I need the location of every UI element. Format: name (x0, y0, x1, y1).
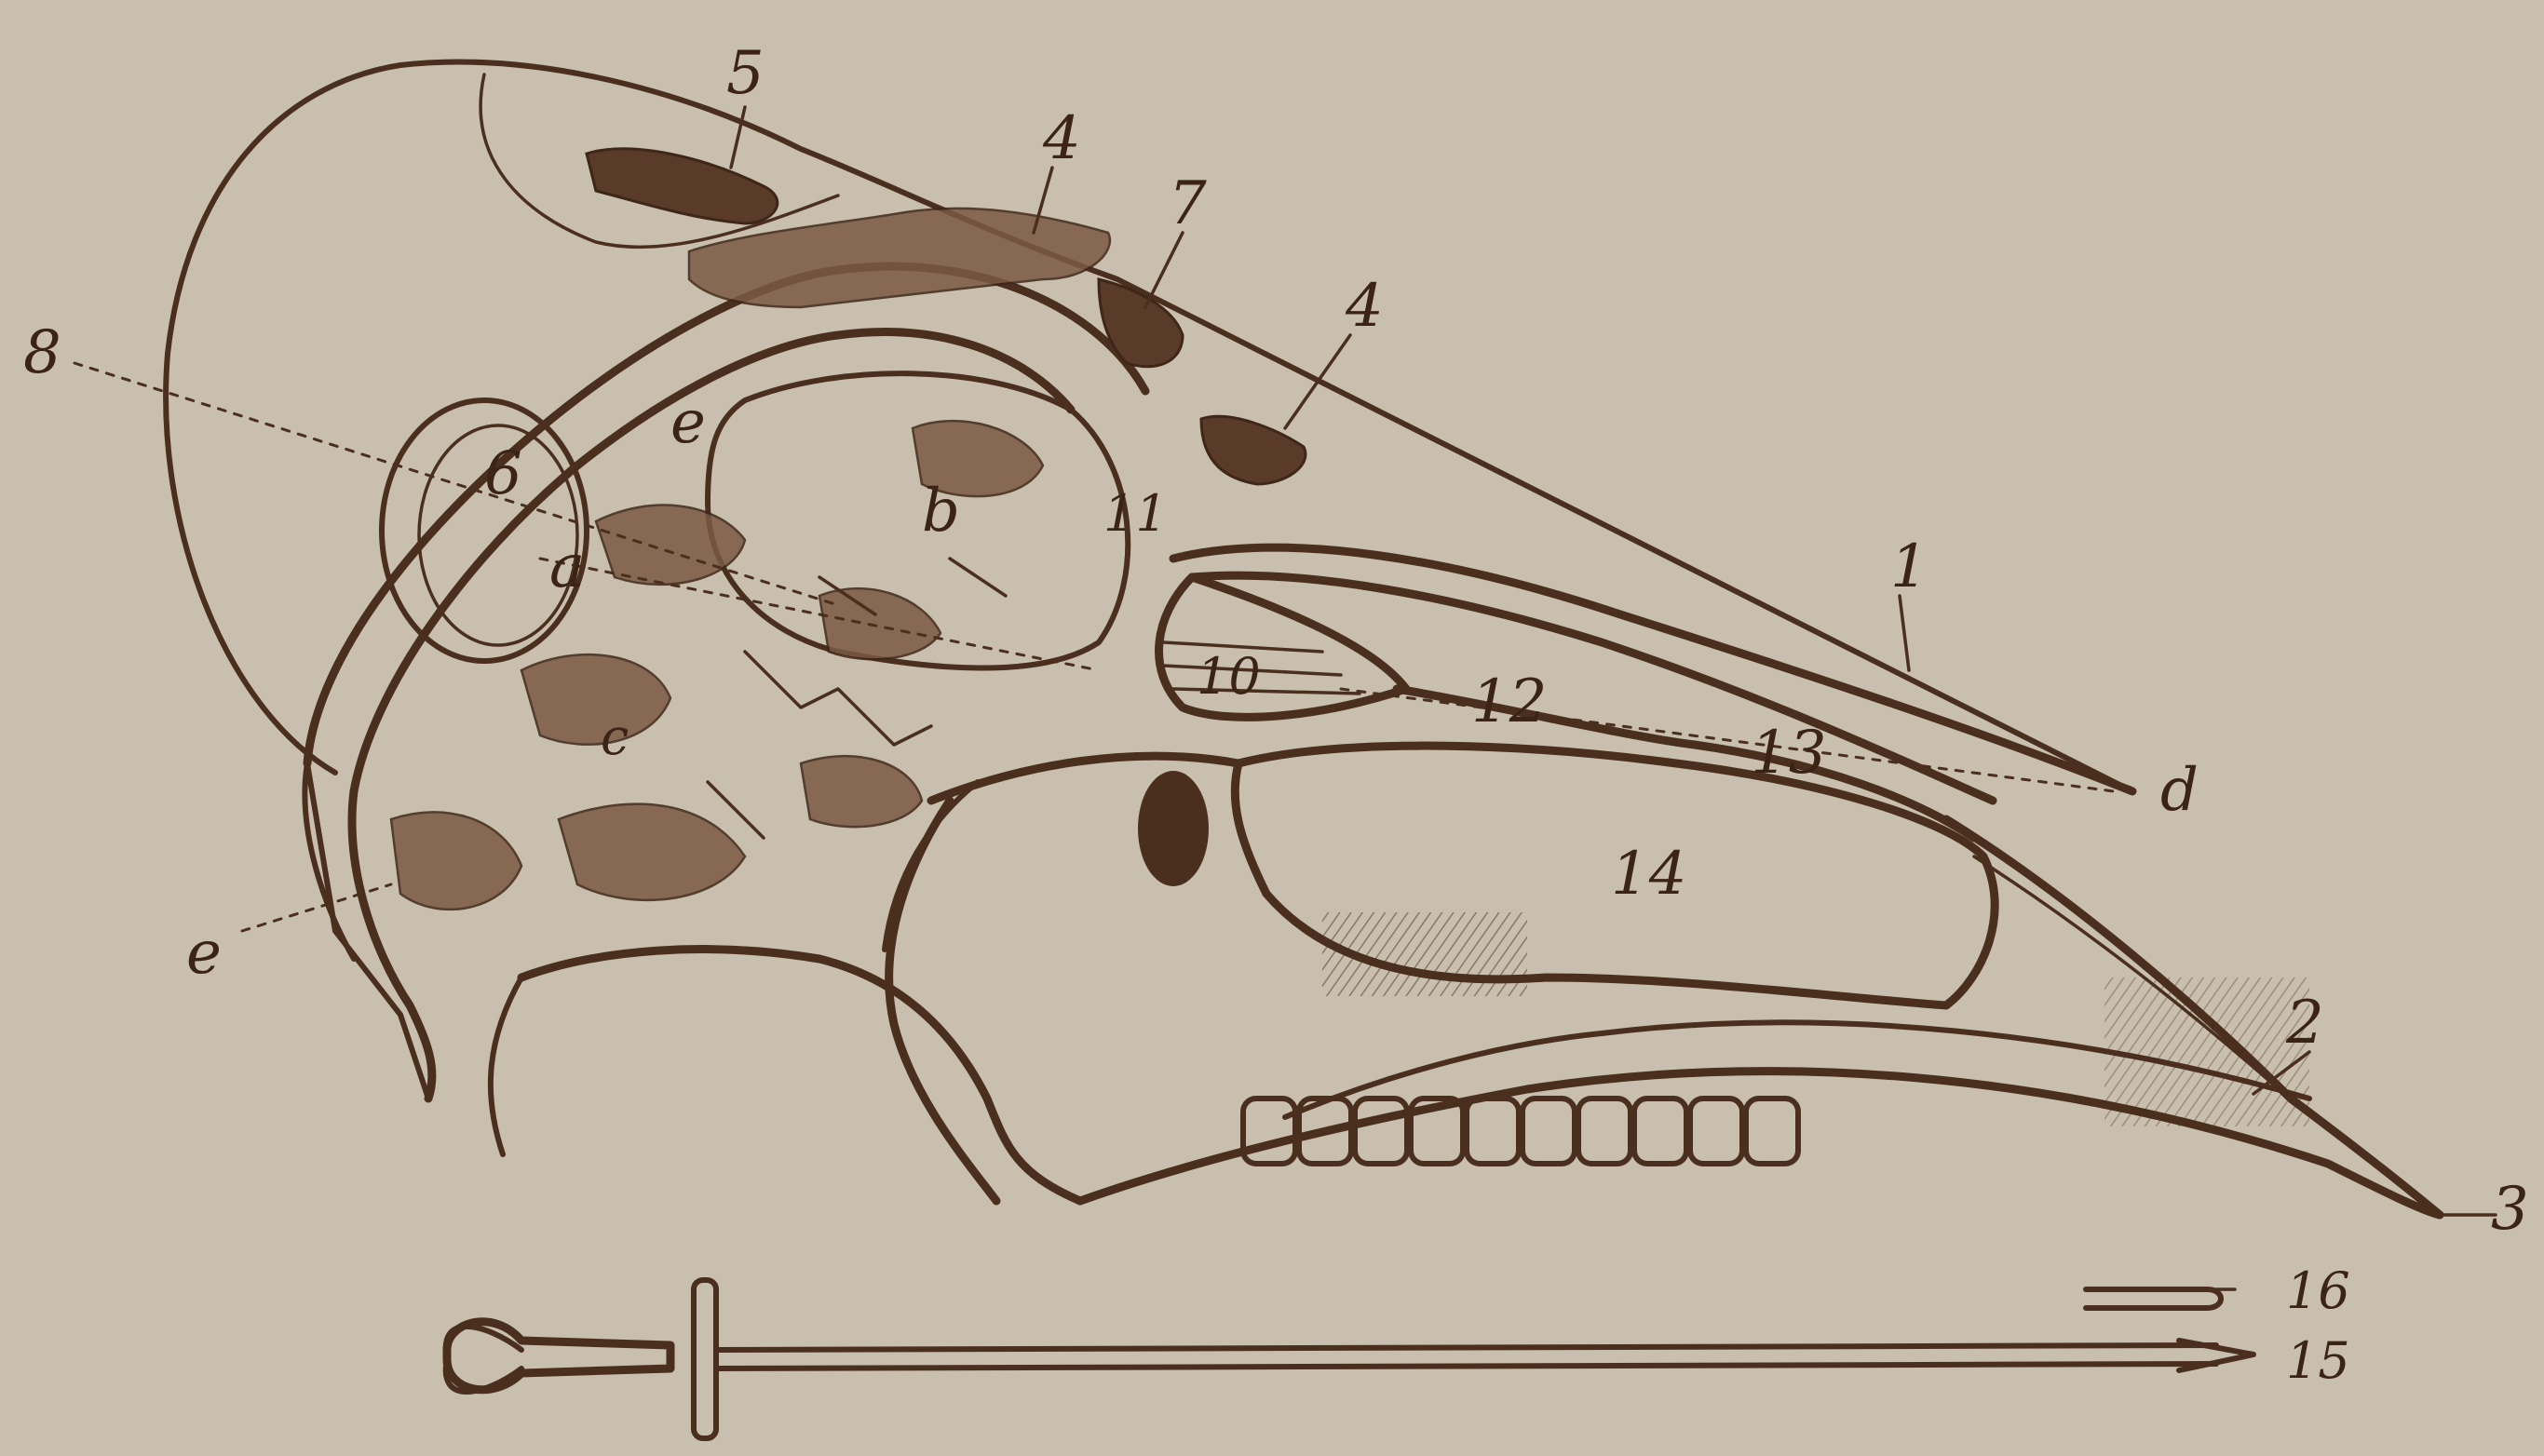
basal-outline (491, 977, 521, 1154)
label-15: 15 (2286, 1331, 2350, 1390)
label-b: b (922, 477, 960, 546)
label-11: 11 (1103, 484, 1168, 543)
frontal-sinus-5 (587, 149, 778, 223)
maxillary-hatch-shade (1322, 912, 1527, 996)
label-14: 14 (1611, 840, 1686, 909)
probe-16 (2086, 1289, 2221, 1308)
label-a: a (549, 533, 585, 601)
probe-15 (446, 1280, 2253, 1438)
label-2: 2 (2285, 989, 2324, 1058)
infraorbital-foramen (1138, 771, 1209, 886)
label-d: d (2160, 756, 2199, 825)
leader-4b (1285, 335, 1350, 428)
label-16: 16 (2286, 1261, 2350, 1320)
label-8: 8 (23, 318, 61, 387)
label-c: c (601, 708, 629, 766)
upper-nasal-passage (1173, 547, 2132, 791)
leader-7 (1145, 233, 1183, 307)
leader-1 (1900, 596, 1909, 670)
label-1: 1 (1890, 533, 1928, 601)
mandibular-ramus (521, 950, 1080, 1201)
label-4-upper: 4 (1042, 104, 1081, 173)
cranial-wall-outer (307, 266, 1145, 763)
label-13: 13 (1751, 719, 1826, 788)
label-4-lower: 4 (1345, 272, 1384, 341)
label-e-lower: e (186, 919, 222, 988)
label-7: 7 (1169, 169, 1207, 238)
label-e-upper: e (670, 388, 706, 457)
outer-cranial-outline (166, 65, 400, 773)
label-10: 10 (1197, 647, 1261, 706)
turbinate-lines (1164, 642, 1360, 694)
label-12: 12 (1471, 667, 1547, 736)
premaxilla-hatch (2104, 977, 2309, 1126)
frontal-sinus-4-lower (1201, 416, 1306, 484)
label-3: 3 (2491, 1175, 2529, 1244)
reference-line-b (540, 559, 1099, 670)
label-6: 6 (484, 439, 522, 508)
label-5: 5 (726, 39, 765, 108)
